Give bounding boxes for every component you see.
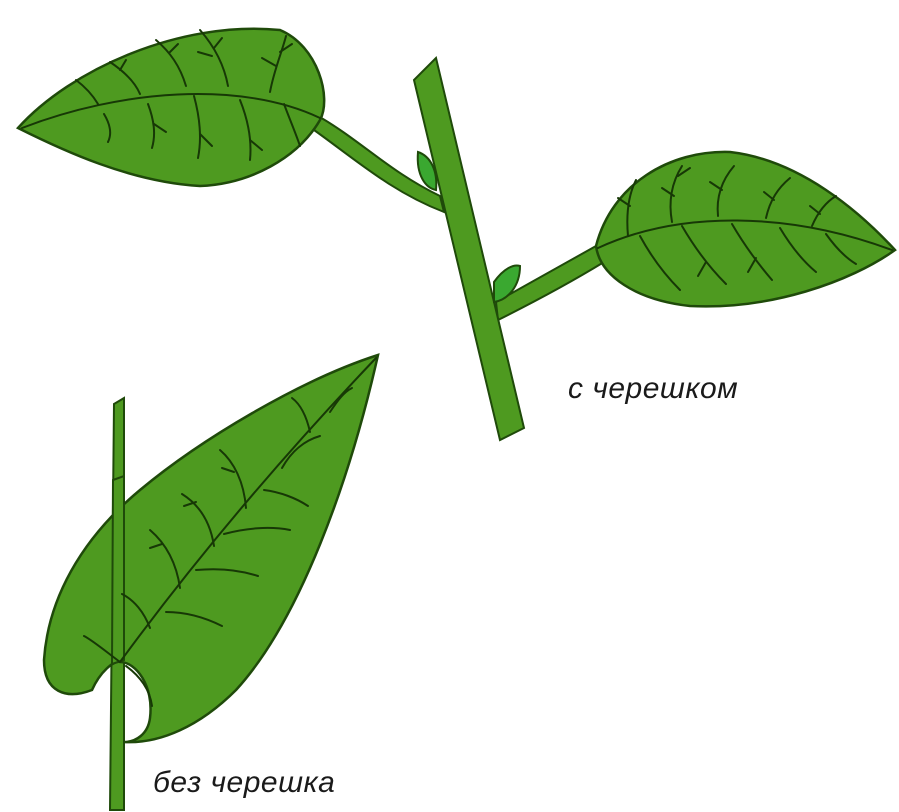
sessile-group (44, 355, 378, 810)
label-sessile: без черешка (153, 766, 335, 800)
sessile-stem-over-leaf (112, 476, 124, 664)
petiolate-group (18, 29, 895, 440)
label-petiolate: с черешком (568, 372, 738, 406)
main-stem (414, 58, 524, 440)
sessile-leaf-blade (44, 355, 378, 742)
right-leaf-blade (596, 152, 895, 306)
